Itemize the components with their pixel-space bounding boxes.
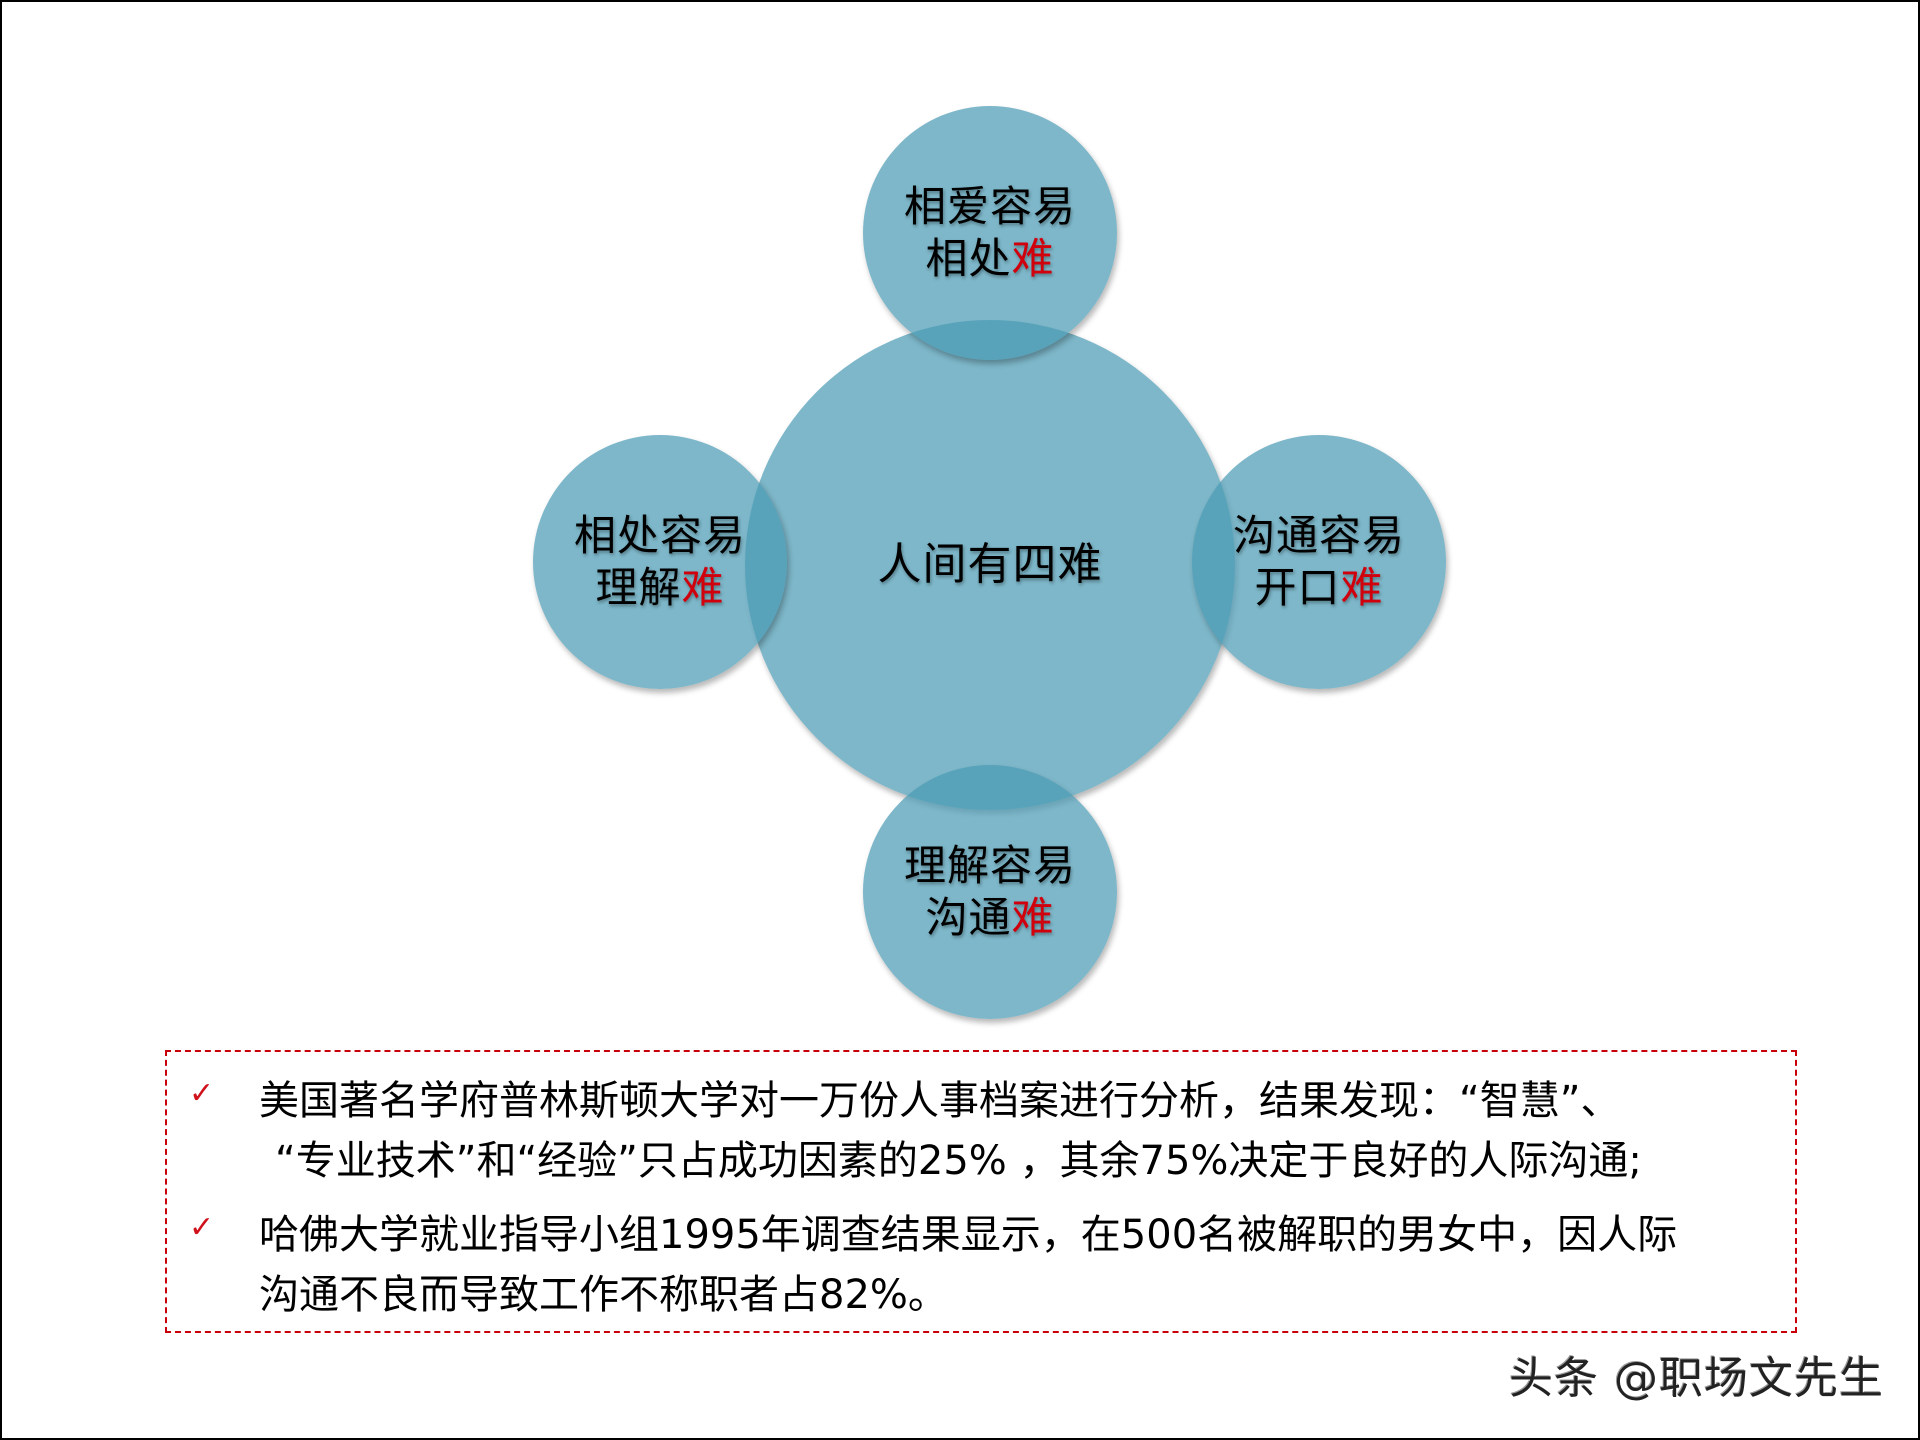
check-icon: ✓ [189, 1210, 215, 1245]
circle-bottom-line2: 沟通 [925, 893, 1012, 942]
circle-left-line2: 理解 [595, 563, 682, 612]
circle-bottom-line1: 理解容易 [903, 841, 1076, 890]
check-icon: ✓ [189, 1076, 215, 1111]
circle-right: 沟通容易 开口难 [1192, 435, 1446, 689]
circle-right-line1: 沟通容易 [1232, 511, 1405, 560]
circle-right-line2: 开口 [1254, 563, 1341, 612]
circle-left-line1: 相处容易 [573, 511, 746, 560]
center-label: 人间有四难 [877, 539, 1103, 590]
note-1-line2: “专业技术”和“经验”只占成功因素的25% ，其余75%决定于良好的人际沟通; [275, 1138, 1642, 1184]
center-circle: 人间有四难 [745, 320, 1235, 810]
circle-top: 相爱容易 相处难 [863, 106, 1117, 360]
note-1-line1: 美国著名学府普林斯顿大学对一万份人事档案进行分析，结果发现：“智慧”、 [259, 1078, 1621, 1124]
hard-word: 难 [1340, 563, 1384, 612]
circle-left: 相处容易 理解难 [533, 435, 787, 689]
hard-word: 难 [1011, 893, 1055, 942]
circle-top-line2: 相处 [925, 234, 1012, 283]
note-2-line1: 哈佛大学就业指导小组1995年调查结果显示，在500名被解职的男女中，因人际 [259, 1212, 1678, 1258]
watermark: 头条 @职场文先生 [1509, 1353, 1884, 1404]
notes-box: ✓ 美国著名学府普林斯顿大学对一万份人事档案进行分析，结果发现：“智慧”、 “专… [165, 1050, 1797, 1333]
circle-top-line1: 相爱容易 [903, 182, 1076, 231]
hard-word: 难 [681, 563, 725, 612]
circle-bottom: 理解容易 沟通难 [863, 765, 1117, 1019]
hard-word: 难 [1011, 234, 1055, 283]
note-2-line2: 沟通不良而导致工作不称职者占82%。 [259, 1272, 948, 1318]
